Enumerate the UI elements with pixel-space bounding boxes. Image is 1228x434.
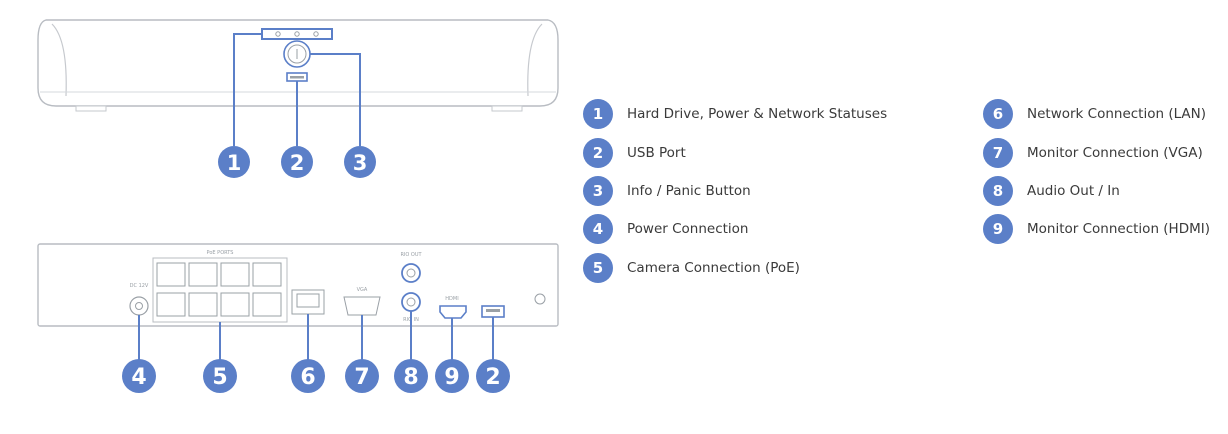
svg-text:8: 8 <box>403 365 418 390</box>
poe-port <box>252 262 282 287</box>
legend-item-3: 3 Info / Panic Button <box>583 176 751 206</box>
callout-badge-2-rear: 2 <box>476 359 510 393</box>
audio-out-jack-inner <box>406 268 416 278</box>
svg-text:2: 2 <box>485 365 500 390</box>
poe-port <box>220 262 250 287</box>
svg-text:2: 2 <box>290 151 305 175</box>
hdmi-label: HDMI <box>445 296 458 302</box>
power-port-pin <box>135 302 143 310</box>
legend-badge: 7 <box>983 138 1013 168</box>
front-foot-right <box>491 105 523 112</box>
callout-badge-8: 8 <box>394 359 428 393</box>
legend-badge: 8 <box>983 176 1013 206</box>
front-view: 1 2 3 <box>37 19 559 178</box>
rear-device-body <box>37 243 559 327</box>
audio-out-label: RIO OUT <box>400 252 422 258</box>
legend-label: Network Connection (LAN) <box>1027 106 1207 122</box>
poe-port <box>188 292 218 317</box>
poe-port <box>252 292 282 317</box>
svg-text:5: 5 <box>212 365 227 390</box>
legend-label: Audio Out / In <box>1027 183 1120 199</box>
ground-screw <box>534 293 546 305</box>
callout-badge-7: 7 <box>345 359 379 393</box>
legend-badge: 5 <box>583 253 613 283</box>
hdmi-port <box>439 305 467 319</box>
legend-item-4: 4 Power Connection <box>583 214 749 244</box>
legend-badge: 6 <box>983 99 1013 129</box>
legend-label: Power Connection <box>627 221 749 237</box>
legend-item-7: 7 Monitor Connection (VGA) <box>983 138 1203 168</box>
vga-label: VGA <box>357 287 368 293</box>
svg-text:9: 9 <box>444 365 459 390</box>
poe-port <box>156 262 186 287</box>
power-label: DC 12V <box>130 283 149 289</box>
callout-badge-2: 2 <box>281 146 313 178</box>
svg-text:4: 4 <box>131 365 146 390</box>
legend-label: Monitor Connection (HDMI) <box>1027 221 1210 237</box>
lan-port-inner <box>296 293 320 308</box>
legend-item-8: 8 Audio Out / In <box>983 176 1120 206</box>
legend-item-9: 9 Monitor Connection (HDMI) <box>983 214 1210 244</box>
legend-item-6: 6 Network Connection (LAN) <box>983 99 1206 129</box>
callout-badge-4: 4 <box>122 359 156 393</box>
legend-badge: 9 <box>983 214 1013 244</box>
callout-badge-3: 3 <box>344 146 376 178</box>
legend-label: USB Port <box>627 145 686 161</box>
legend-item-2: 2 USB Port <box>583 138 686 168</box>
legend-badge: 1 <box>583 99 613 129</box>
legend-label: Monitor Connection (VGA) <box>1027 145 1203 161</box>
leader-line-1 <box>233 33 262 146</box>
poe-port <box>188 262 218 287</box>
legend-item-1: 1 Hard Drive, Power & Network Statuses <box>583 99 887 129</box>
audio-in-jack-inner <box>406 297 416 307</box>
front-device-left-wing <box>51 23 67 97</box>
poe-port <box>156 292 186 317</box>
rear-view: DC 12V PoE PORTS VGA RIO OUT RIO IN <box>37 243 559 393</box>
poe-ports <box>156 262 282 317</box>
status-led <box>275 31 281 37</box>
leader-line-3 <box>310 53 361 146</box>
legend-item-5: 5 Camera Connection (PoE) <box>583 253 800 283</box>
callout-badge-5: 5 <box>203 359 237 393</box>
callout-badge-9: 9 <box>435 359 469 393</box>
poe-port <box>220 292 250 317</box>
panic-button-inner <box>287 44 307 64</box>
svg-text:7: 7 <box>354 365 369 390</box>
poe-label: PoE PORTS <box>207 250 234 256</box>
svg-text:1: 1 <box>227 151 242 175</box>
legend-label: Info / Panic Button <box>627 183 751 199</box>
legend-badge: 2 <box>583 138 613 168</box>
front-foot-left <box>75 105 107 112</box>
svg-text:3: 3 <box>353 151 368 175</box>
front-device-right-wing <box>527 23 543 97</box>
rear-usb-port-inner <box>486 309 500 312</box>
front-usb-port-inner <box>290 76 304 79</box>
legend-label: Camera Connection (PoE) <box>627 260 800 276</box>
legend-badge: 3 <box>583 176 613 206</box>
svg-text:6: 6 <box>300 365 315 390</box>
legend-badge: 4 <box>583 214 613 244</box>
status-led <box>313 31 319 37</box>
callout-badge-6: 6 <box>291 359 325 393</box>
legend-label: Hard Drive, Power & Network Statuses <box>627 106 888 122</box>
audio-out-jack <box>401 263 421 283</box>
callout-badge-1: 1 <box>218 146 250 178</box>
status-led <box>294 31 300 37</box>
vga-port <box>343 296 381 316</box>
